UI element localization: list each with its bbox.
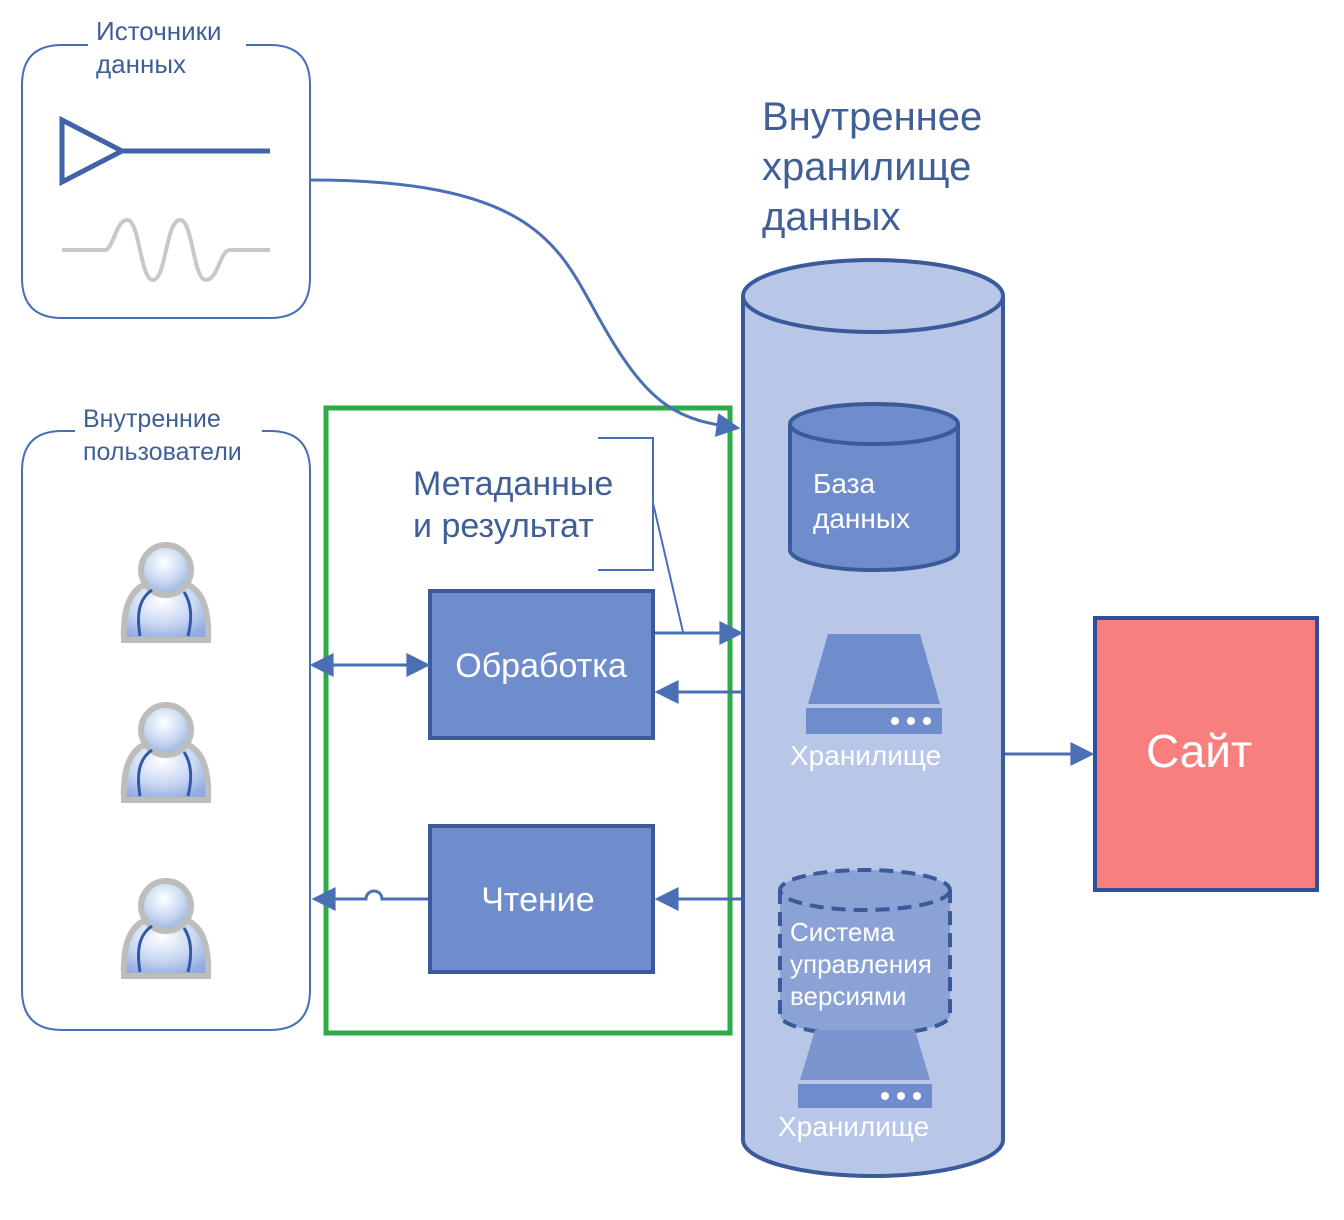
processing-box: Обработка	[428, 589, 655, 740]
site-box: Сайт	[1093, 616, 1319, 892]
sources-title-line1: Источники	[96, 16, 222, 46]
processing-label: Обработка	[455, 647, 627, 685]
highlight-frame	[323, 405, 733, 1036]
vcs-label-line3: версиями	[790, 981, 906, 1011]
storage-title-line3: данных	[762, 195, 901, 239]
reading-to-users-arrow	[311, 887, 428, 911]
users-title-line2: пользователи	[83, 438, 242, 466]
vcs-label-line2: управления	[790, 949, 932, 979]
server-icon	[798, 1030, 932, 1108]
storage2-label: Хранилище	[778, 1111, 929, 1142]
vcs-label-line1: Система	[790, 917, 895, 947]
reading-box: Чтение	[428, 824, 655, 974]
user-icon	[120, 878, 212, 979]
server-icon	[806, 634, 942, 734]
storage1-label: Хранилище	[790, 740, 941, 771]
site-label: Сайт	[1146, 725, 1252, 777]
meta-label-line1: Метаданные	[413, 465, 613, 503]
storage-title-line1: Внутреннее	[762, 95, 982, 139]
database-label-line2: данных	[813, 503, 910, 534]
meta-pointer-line	[652, 502, 684, 633]
internal-users-panel: Внутренние пользователи	[21, 405, 311, 1031]
meta-bracket	[598, 437, 654, 571]
users-title-line1: Внутренние	[83, 405, 221, 433]
signal-wave-icon	[62, 217, 270, 283]
meta-label-line2: и результат	[413, 507, 594, 545]
user-icon	[120, 702, 212, 803]
database-label-line1: База	[813, 468, 875, 499]
database-icon	[788, 402, 960, 572]
storage-title-line2: хранилище	[762, 145, 971, 189]
antenna-icon	[59, 115, 270, 187]
vcs-database-icon	[778, 868, 952, 1037]
reading-label: Чтение	[481, 881, 594, 919]
sources-title-line2: данных	[96, 49, 186, 79]
data-sources-panel: Источники данных	[21, 16, 311, 319]
user-icon	[120, 542, 212, 643]
sources-to-storage-arrow	[309, 178, 741, 437]
